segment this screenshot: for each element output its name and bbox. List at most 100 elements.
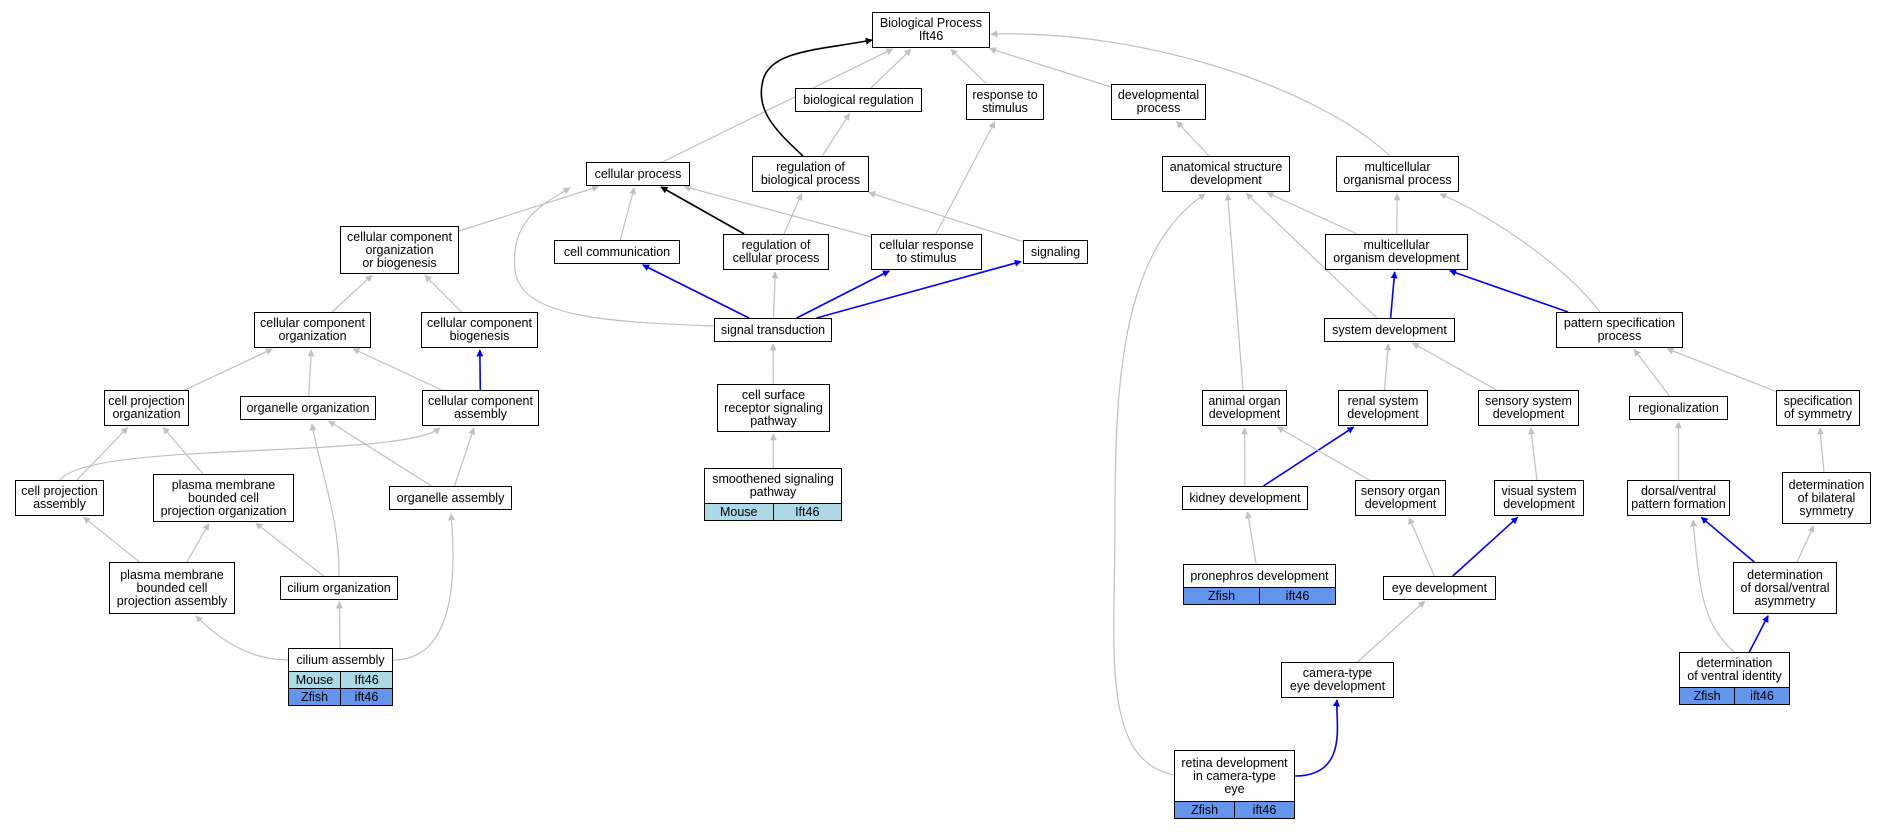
go-term-biological-regulation[interactable]: biological regulation	[795, 88, 922, 112]
gene-label[interactable]: ift46	[1285, 589, 1310, 603]
edge-is-a-determination-of-ventral-identity-to-dorsal-ventral-pattern-formation	[1690, 519, 1735, 653]
go-term-signal-transduction[interactable]: signal transduction	[714, 318, 832, 342]
edge-is-a-cell-projection-organization-to-cellular-component-organization	[184, 348, 274, 391]
annotation-row-zfish: Zfish ift46	[1183, 588, 1336, 605]
edge-is-a-retina-development-to-anatomical-structure-development	[1113, 193, 1206, 776]
go-term-determination-of-ventral-identity[interactable]: determination of ventral identity	[1679, 652, 1790, 688]
species-label: Mouse	[705, 504, 774, 520]
gene-label[interactable]: Ift46	[795, 505, 820, 519]
edge-part-of-eye-development-to-visual-system-development	[1452, 516, 1519, 577]
go-term-system-development[interactable]: system development	[1324, 318, 1455, 342]
go-term-pmbcpa[interactable]: plasma membrane bounded cell projection …	[109, 562, 235, 614]
gene-label[interactable]: ift46	[1252, 803, 1277, 817]
go-term-regionalization[interactable]: regionalization	[1629, 396, 1728, 420]
edge-is-a-pmbcpa-to-cell-projection-assembly	[83, 516, 140, 563]
go-term-cellular-component-biogenesis[interactable]: cellular component biogenesis	[421, 312, 538, 348]
edge-is-a-multicellular-organism-development-to-anatomical-structure-development	[1266, 192, 1358, 235]
go-term-specification-of-symmetry[interactable]: specification of symmetry	[1776, 390, 1860, 426]
edge-is-a-signaling-to-regulation-of-biological-process	[868, 191, 1024, 243]
edge-is-a-renal-system-development-to-system-development	[1383, 343, 1392, 391]
go-term-ccob[interactable]: cellular component organization or bioge…	[340, 226, 459, 274]
edge-is-a-pmbcpa-to-pmbcpo	[186, 523, 210, 563]
edge-part-of-kidney-development-to-renal-system-development	[1262, 426, 1355, 487]
go-term-determination-of-bilateral-symmetry[interactable]: determination of bilateral symmetry	[1782, 472, 1871, 524]
edge-is-a-eye-development-to-sensory-organ-development	[1408, 517, 1435, 577]
go-term-response-to-stimulus[interactable]: response to stimulus	[966, 84, 1044, 120]
go-term-pronephros-development[interactable]: pronephros development	[1183, 564, 1336, 588]
go-term-renal-system-development[interactable]: renal system development	[1338, 390, 1428, 426]
go-term-cellular-component-assembly[interactable]: cellular component assembly	[422, 390, 539, 426]
go-term-pattern-specification-process[interactable]: pattern specification process	[1556, 312, 1683, 348]
go-term-cellular-response-to-stimulus[interactable]: cellular response to stimulus	[871, 234, 982, 270]
go-term-cell-surface-receptor-signaling-pathway[interactable]: cell surface receptor signaling pathway	[717, 384, 830, 432]
edge-is-a-cellular-component-organization-to-ccob	[331, 274, 373, 313]
edge-part-of-retina-development-to-camera-type-eye-development	[1294, 699, 1340, 777]
gene-label[interactable]: ift46	[1750, 689, 1774, 703]
go-term-signaling[interactable]: signaling	[1023, 240, 1088, 264]
go-term-kidney-development[interactable]: kidney development	[1182, 486, 1308, 510]
go-term-organelle-assembly[interactable]: organelle assembly	[389, 486, 512, 510]
edge-is-a-signal-transduction-to-cellular-process	[513, 187, 715, 327]
go-term-root[interactable]: Biological Process Ift46	[872, 12, 990, 48]
edge-is-a-cellular-response-to-stimulus-to-response-to-stimulus	[935, 121, 996, 235]
go-term-cell-projection-assembly[interactable]: cell projection assembly	[15, 480, 104, 516]
go-term-pmbcpo[interactable]: plasma membrane bounded cell projection …	[153, 474, 294, 522]
go-term-regulation-of-biological-process[interactable]: regulation of biological process	[752, 156, 869, 192]
go-term-dorsal-ventral-pattern-formation[interactable]: dorsal/ventral pattern formation	[1627, 480, 1730, 516]
edge-is-a-camera-type-eye-development-to-eye-development	[1357, 600, 1426, 663]
go-term-cellular-process[interactable]: cellular process	[586, 162, 690, 186]
go-term-cilium-assembly[interactable]: cilium assembly	[288, 648, 393, 672]
species-label: Zfish	[1184, 588, 1260, 604]
edge-is-a-signal-transduction-to-regulation-of-cellular-process	[771, 271, 779, 319]
edge-is-a-cellular-process-to-root	[662, 48, 894, 163]
edge-is-a-pattern-specification-process-to-multicellular-organismal-process	[1439, 193, 1601, 313]
species-label: Zfish	[1175, 802, 1235, 818]
go-term-animal-organ-development[interactable]: animal organ development	[1202, 390, 1287, 426]
go-term-sensory-system-development[interactable]: sensory system development	[1478, 390, 1579, 426]
edge-is-a-system-development-to-anatomical-structure-development	[1245, 192, 1378, 319]
edge-part-of-cellular-component-assembly-to-cellular-component-biogenesis	[476, 349, 484, 391]
edge-is-a-sensory-organ-development-to-animal-organ-development	[1276, 426, 1370, 481]
edge-is-a-cilium-organization-to-organelle-organization	[309, 423, 340, 577]
edge-is-a-developmental-process-to-root	[989, 47, 1112, 88]
go-term-regulation-of-cellular-process[interactable]: regulation of cellular process	[723, 234, 829, 270]
edge-is-a-pronephros-development-to-kidney-development	[1245, 511, 1257, 565]
edge-is-a-visual-system-development-to-sensory-system-development	[1528, 427, 1538, 481]
go-term-retina-development[interactable]: retina development in camera-type eye	[1174, 750, 1295, 802]
go-term-developmental-process[interactable]: developmental process	[1111, 84, 1206, 120]
go-term-multicellular-organism-development[interactable]: multicellular organism development	[1325, 234, 1468, 270]
edge-is-a-sensory-system-development-to-system-development	[1411, 342, 1497, 391]
edge-part-of-signal-transduction-to-cellular-response-to-stimulus	[796, 270, 890, 319]
edge-is-a-cellular-component-assembly-to-cellular-component-organization	[352, 348, 442, 391]
edge-is-a-response-to-stimulus-to-root	[950, 48, 987, 85]
go-term-cellular-component-organization[interactable]: cellular component organization	[254, 312, 371, 348]
go-term-multicellular-organismal-process[interactable]: multicellular organismal process	[1336, 156, 1459, 192]
go-term-anatomical-structure-development[interactable]: anatomical structure development	[1162, 156, 1290, 192]
go-term-eye-development[interactable]: eye development	[1383, 576, 1496, 600]
edge-regulates-regulation-of-cellular-process-to-cellular-process	[660, 186, 745, 235]
go-term-organelle-organization[interactable]: organelle organization	[240, 396, 376, 420]
go-term-smoothened-signaling-pathway[interactable]: smoothened signaling pathway	[704, 468, 842, 504]
gene-label[interactable]: Ift46	[354, 673, 379, 687]
edge-is-a-regulation-of-cellular-process-to-regulation-of-biological-process	[783, 193, 803, 235]
edge-is-a-organelle-assembly-to-cellular-component-assembly	[453, 427, 476, 487]
edge-is-a-ccob-to-cellular-process	[458, 185, 600, 232]
edge-is-a-regulation-of-biological-process-to-biological-regulation	[821, 113, 851, 157]
annotation-row-zfish: Zfish ift46	[1174, 802, 1295, 819]
go-term-determination-of-dv-asymmetry[interactable]: determination of dorsal/ventral asymmetr…	[1733, 562, 1837, 614]
go-term-cilium-organization[interactable]: cilium organization	[280, 576, 398, 600]
go-term-cell-projection-organization[interactable]: cell projection organization	[104, 390, 189, 426]
edge-is-a-multicellular-organismal-process-to-root	[990, 30, 1391, 157]
go-term-visual-system-development[interactable]: visual system development	[1494, 480, 1584, 516]
go-term-cell-communication[interactable]: cell communication	[554, 240, 680, 264]
edge-is-a-cell-projection-assembly-to-cell-projection-organization	[76, 426, 129, 481]
go-term-sensory-organ-development[interactable]: sensory organ development	[1355, 480, 1446, 516]
go-term-camera-type-eye-development[interactable]: camera-type eye development	[1281, 662, 1394, 698]
edge-is-a-cell-projection-assembly-to-cellular-component-assembly	[59, 427, 441, 481]
edge-is-a-determination-of-dv-asymmetry-to-determination-of-bilateral-symmetry	[1796, 525, 1815, 563]
gene-label[interactable]: ift46	[354, 690, 379, 704]
edge-part-of-determination-of-ventral-identity-to-determination-of-dv-asymmetry	[1748, 615, 1769, 653]
